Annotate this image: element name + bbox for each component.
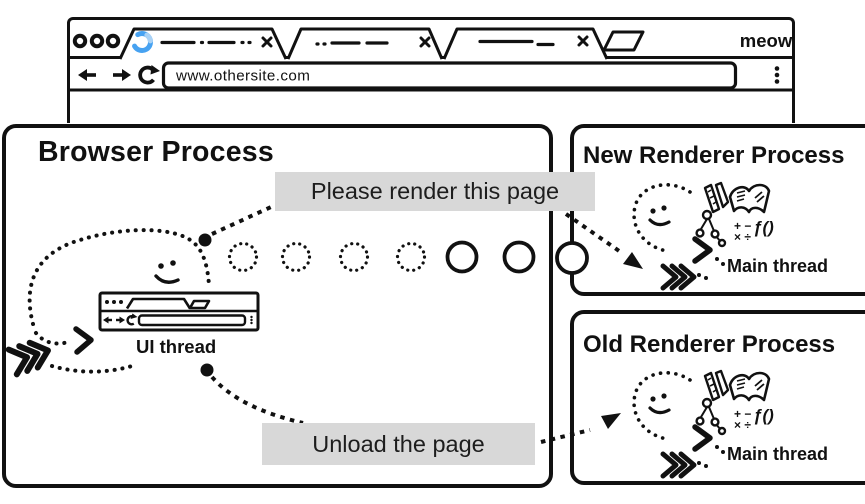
browser-process-title: Browser Process — [38, 136, 274, 168]
please-render-message: Please render this page — [275, 172, 595, 211]
browser-window — [67, 17, 795, 123]
ui-thread-label: UI thread — [136, 336, 217, 357]
old-renderer-process-box — [570, 310, 865, 485]
main-thread-label-old: Main thread — [727, 444, 829, 464]
unload-message: Unload the page — [262, 423, 535, 465]
old-renderer-process-title: Old Renderer Process — [583, 331, 836, 358]
main-thread-label-new: Main thread — [727, 256, 829, 276]
new-renderer-process-title: New Renderer Process — [583, 142, 845, 169]
